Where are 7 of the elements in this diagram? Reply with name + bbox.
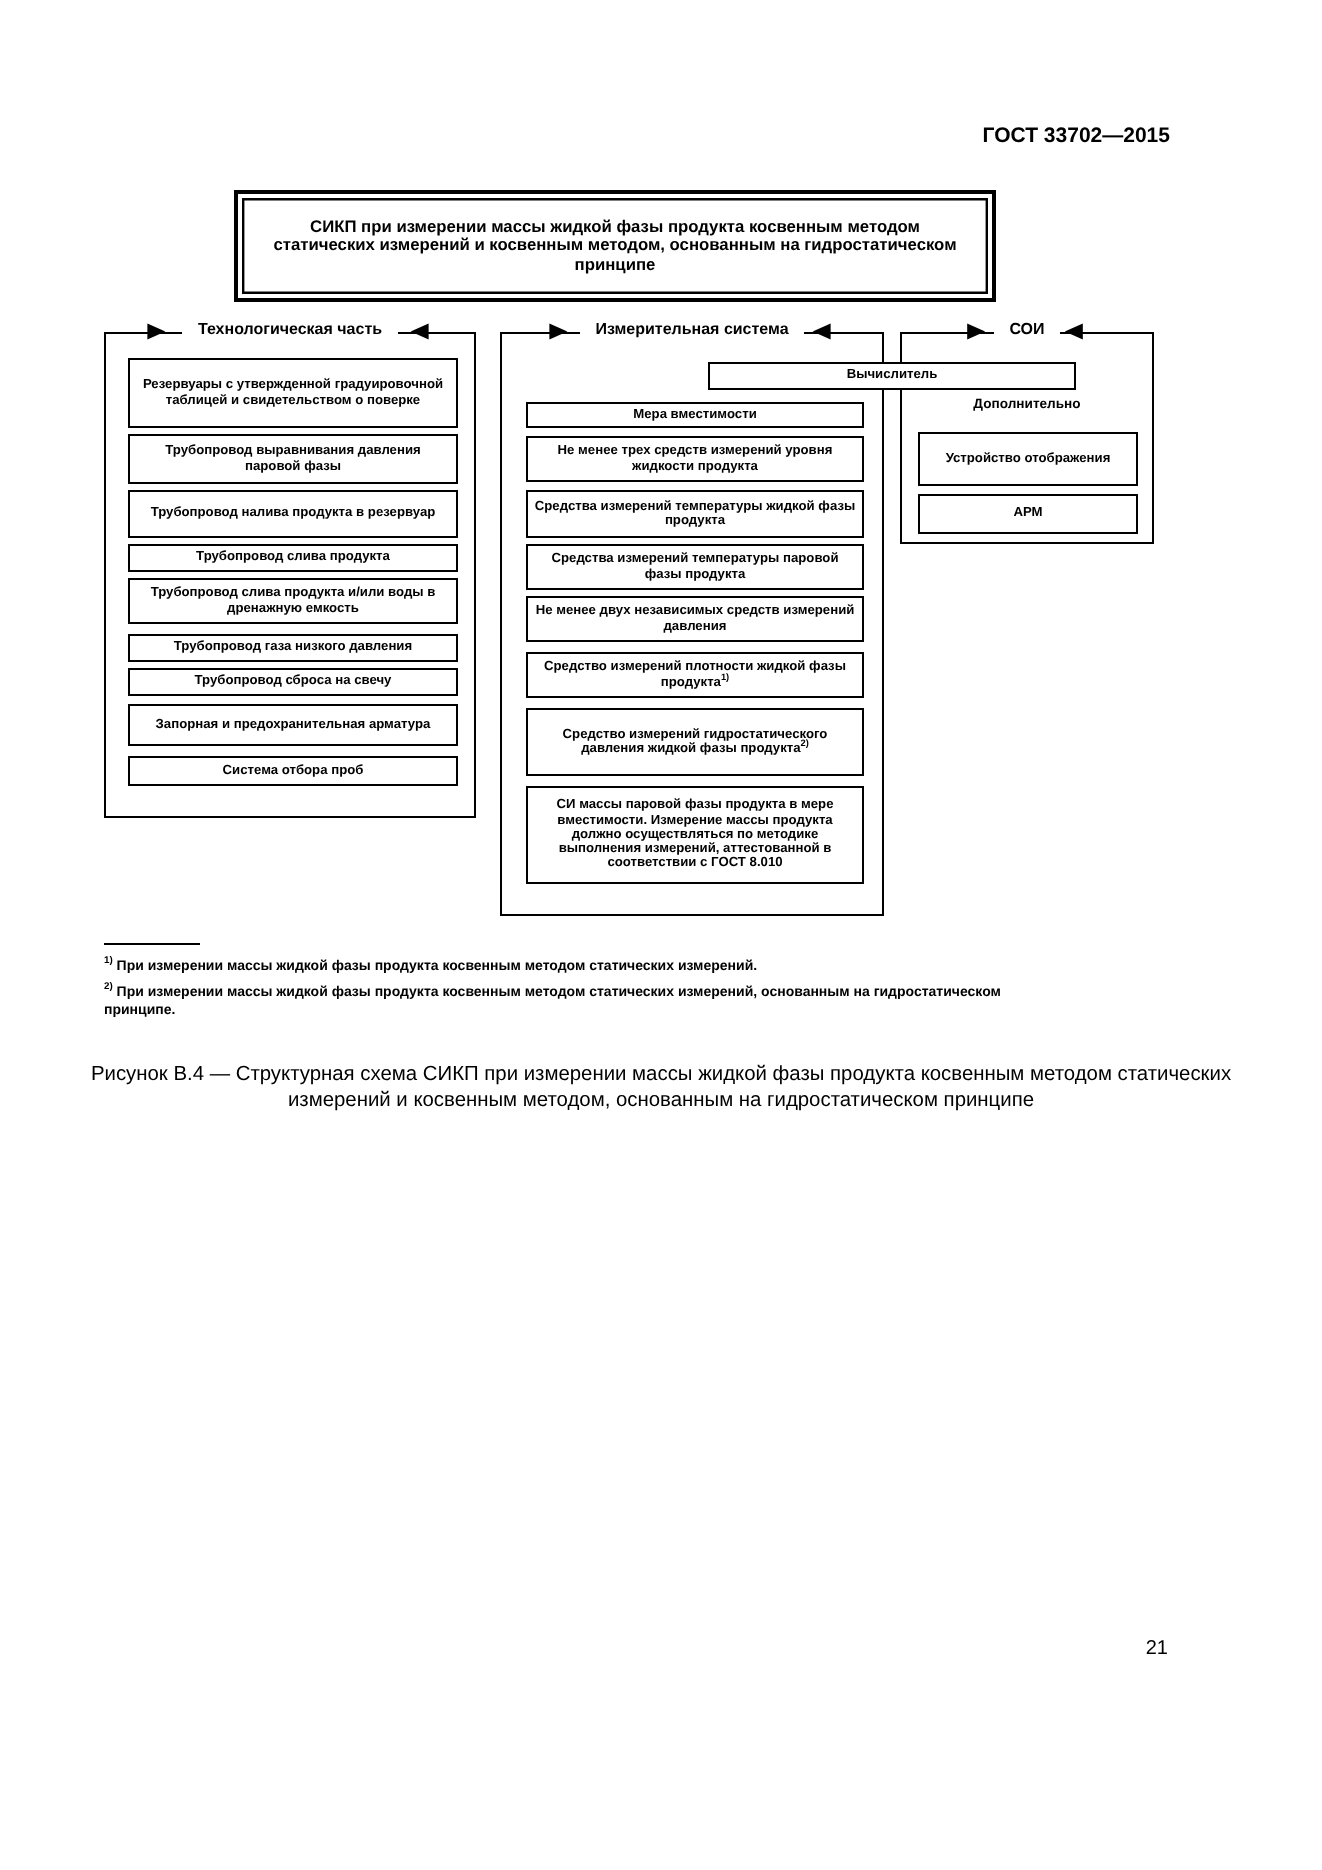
group-heading: Измерительная система: [579, 320, 805, 339]
page-number: 21: [1143, 1638, 1168, 1660]
title-box: СИКП при измерении массы жидкой фазы продукта косвенным методом статических измерений и косвенным методом, основанным на гидростатическом принципе: [234, 190, 996, 302]
figure-caption: Рисунок В.4 — Структурная схема СИКП при измерении массы жидкой фазы продукта косвенным методом статических измерений и косвенным методом, основанным на гидростатическом принципе: [88, 1062, 1234, 1115]
document-number: ГОСТ 33702—2015: [980, 124, 1170, 148]
group-heading: СОИ: [993, 320, 1061, 339]
group-heading: Технологическая часть: [181, 320, 399, 339]
